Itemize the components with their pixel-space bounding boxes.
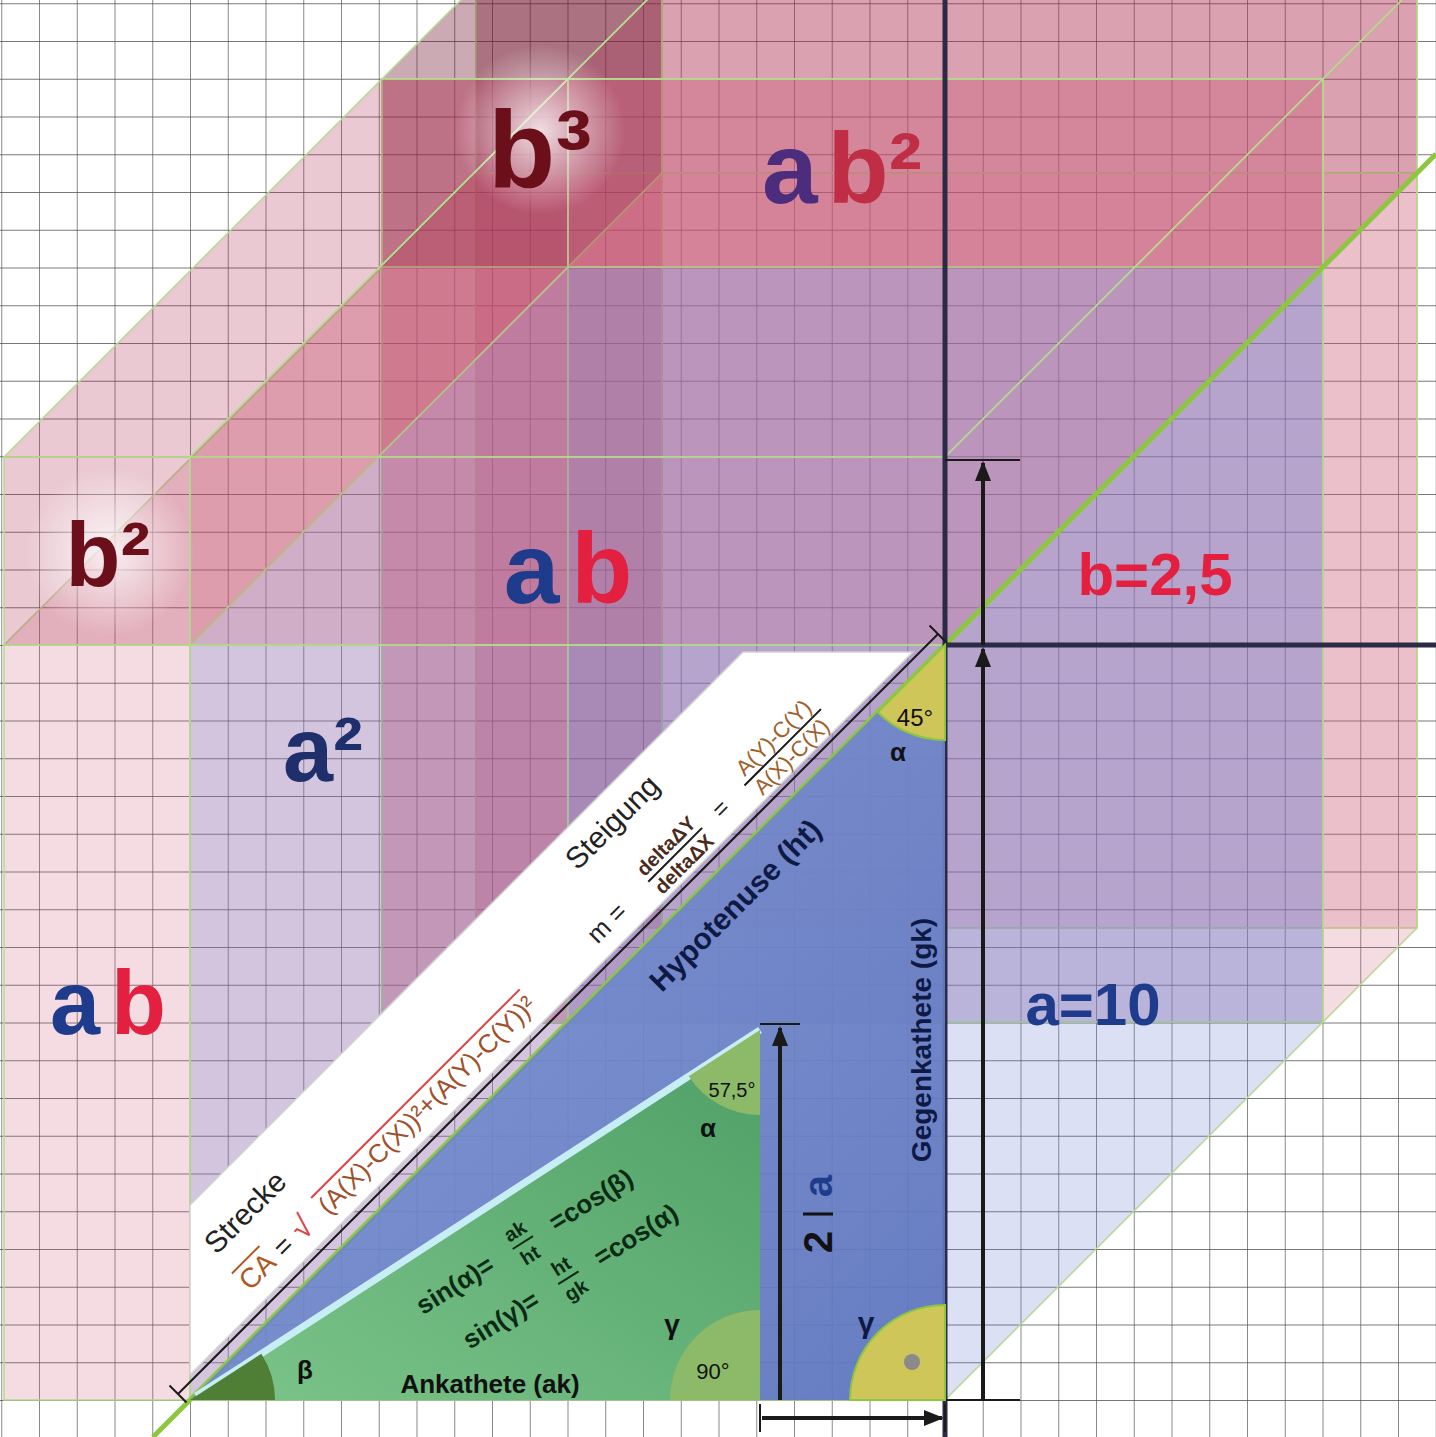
triangle-label: Ankathete (ak)	[400, 1370, 579, 1399]
term-label: ab	[50, 954, 166, 1053]
x-axis	[945, 643, 1436, 648]
cube-pieces	[4, 0, 1417, 1400]
triangle-label: γ	[664, 1310, 680, 1341]
cube-top-face	[568, 0, 1417, 79]
dimension-tick	[759, 1404, 761, 1432]
triangle-label: β	[297, 1356, 313, 1385]
triangle-label: γ	[858, 1306, 875, 1339]
cube-face: ab²	[700, 79, 990, 267]
dimension-tick	[945, 459, 1020, 461]
dimension-tick	[170, 1386, 187, 1403]
dimension-arrow	[981, 463, 985, 645]
dimension-arrow	[981, 649, 985, 1400]
triangle-label: 57,5°	[709, 1079, 756, 1101]
term-label: a²	[283, 701, 363, 800]
dimension-tick	[760, 1023, 800, 1025]
dimension-tick	[944, 1404, 946, 1432]
cube-side-face	[945, 79, 1323, 645]
dimension-arrow	[778, 1028, 782, 1400]
dimension-label: b=2,5	[1077, 542, 1232, 608]
right-angle-wedge	[670, 1310, 760, 1400]
term-label: ab	[504, 513, 633, 623]
right-angle-wedge	[850, 1305, 945, 1400]
term-label: b³	[488, 88, 592, 209]
cube-side-face	[1323, 173, 1417, 1022]
diagonal-line	[153, 154, 1436, 1437]
fraction-bar	[803, 1213, 833, 1216]
term-label: ab²	[762, 113, 922, 223]
triangle-edge	[196, 1030, 760, 1396]
dimension-label: a	[796, 1175, 840, 1197]
glow	[455, 45, 625, 215]
angle-wedge	[689, 1030, 760, 1115]
triangle-label: α	[700, 1114, 716, 1143]
triangle-label: α	[890, 738, 906, 767]
inner-triangle: 57,5°αsin(α)=akht=cos(β)sin(γ)=htgk=cos(…	[190, 1030, 760, 1400]
dimension-label: 2	[796, 1231, 840, 1253]
cube-front-face	[190, 457, 945, 645]
cube-front-face	[190, 645, 945, 1400]
cube-side-face	[1323, 0, 1417, 267]
cube-face: b³	[440, 79, 650, 267]
angle-wedge	[190, 1354, 275, 1400]
triangle-fill	[190, 1030, 760, 1400]
right-angle-dot	[904, 1354, 920, 1370]
triangle-label: 45°	[897, 705, 933, 731]
triangle-fill	[190, 645, 945, 1400]
glow	[25, 467, 195, 637]
dimension-label: a=10	[1025, 972, 1160, 1038]
dimension-tick	[930, 626, 947, 643]
cube-front-face	[4, 645, 190, 1400]
dimension-line	[178, 634, 938, 1394]
cube-face: ab	[440, 457, 710, 645]
term-label: b²	[66, 506, 151, 605]
triangle-label: Gegenkathete (gk)	[907, 918, 938, 1162]
cube-face: ab	[4, 900, 204, 1110]
cube-face: b²	[4, 457, 190, 645]
triangle-label: 90°	[696, 1360, 729, 1384]
cube-face: a²	[190, 645, 465, 860]
dimension-arrow	[762, 1416, 942, 1420]
